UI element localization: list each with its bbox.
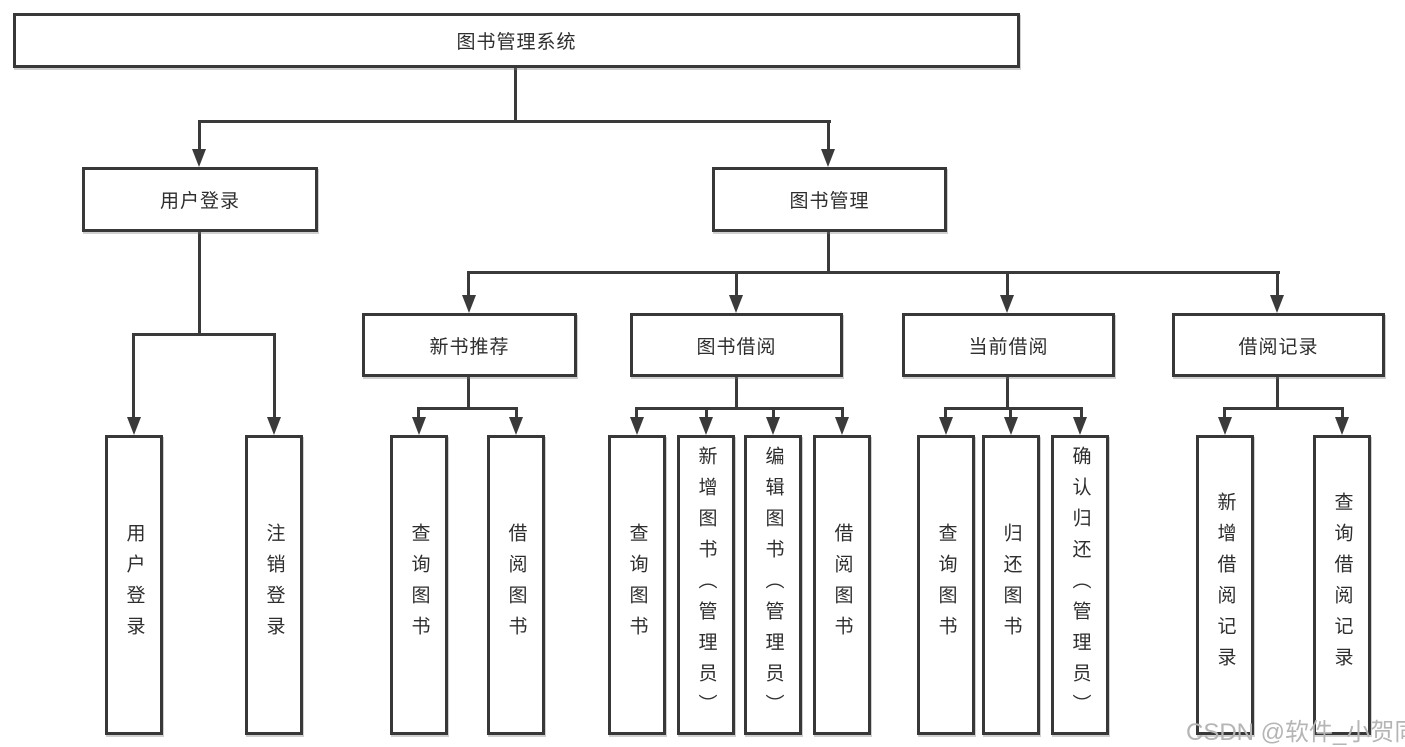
connector-line	[735, 271, 738, 299]
connector-line	[514, 68, 517, 123]
node-book-management: 图书管理	[712, 167, 947, 232]
arrow-down-icon	[509, 417, 523, 435]
connector-line	[1276, 271, 1279, 299]
node-leaf-add-books-admin-label: 新增图书（管理员）	[695, 445, 717, 725]
csdn-watermark: CSDN @软件_小贺同学	[1186, 719, 1405, 746]
arrow-down-icon	[462, 295, 476, 313]
node-book-borrowing: 图书借阅	[630, 313, 843, 377]
arrow-down-icon	[835, 417, 849, 435]
node-leaf-add-borrow-record-label: 新增借阅记录	[1214, 492, 1236, 678]
node-current-borrowing-label: 当前借阅	[968, 336, 1049, 358]
node-new-book-recommend: 新书推荐	[362, 313, 577, 377]
node-leaf-return-books: 归还图书	[982, 435, 1040, 735]
node-book-management-label: 图书管理	[789, 191, 870, 212]
connector-line	[198, 120, 201, 152]
connector-line	[1080, 407, 1083, 419]
arrow-down-icon	[729, 295, 743, 313]
node-leaf-add-books-admin: 新增图书（管理员）	[677, 435, 735, 735]
connector-line	[827, 232, 830, 274]
arrow-down-icon	[1218, 417, 1232, 435]
connector-line	[1006, 271, 1009, 299]
connector-line	[1276, 377, 1279, 410]
connector-line	[198, 120, 831, 123]
connector-line	[132, 333, 135, 419]
node-leaf-return-books-label: 归还图书	[1000, 523, 1022, 647]
node-leaf-user-login: 用户登录	[105, 435, 163, 735]
node-leaf-logout: 注销登录	[245, 435, 303, 735]
node-leaf-query-books-borrowing-label: 查询图书	[626, 523, 648, 647]
arrow-down-icon	[699, 417, 713, 435]
connector-line	[705, 407, 708, 419]
node-leaf-user-login-label: 用户登录	[123, 523, 145, 647]
connector-line	[273, 333, 276, 419]
connector-line	[841, 407, 844, 419]
arrow-down-icon	[267, 417, 281, 435]
connector-line	[467, 377, 470, 410]
connector-line	[515, 407, 518, 419]
node-leaf-query-books-borrowing: 查询图书	[608, 435, 666, 735]
node-leaf-query-borrow-record-label: 查询借阅记录	[1331, 492, 1353, 678]
node-leaf-borrow-books-borrowing-label: 借阅图书	[831, 523, 853, 647]
connector-line	[944, 407, 947, 419]
connector-line	[1223, 407, 1226, 419]
node-leaf-confirm-return-admin-label: 确认归还（管理员）	[1069, 445, 1091, 725]
connector-line	[1341, 407, 1344, 419]
connector-line	[1223, 407, 1344, 410]
node-leaf-add-borrow-record: 新增借阅记录	[1196, 435, 1254, 735]
arrow-down-icon	[1073, 417, 1087, 435]
node-leaf-query-books-recommend: 查询图书	[390, 435, 448, 735]
node-current-borrowing: 当前借阅	[902, 313, 1115, 377]
node-leaf-borrow-books-borrowing: 借阅图书	[813, 435, 871, 735]
arrow-down-icon	[630, 417, 644, 435]
node-new-book-recommend-label: 新书推荐	[429, 336, 510, 358]
node-leaf-confirm-return-admin: 确认归还（管理员）	[1051, 435, 1109, 735]
connector-line	[132, 333, 276, 336]
connector-line	[635, 407, 638, 419]
connector-line	[1009, 407, 1012, 419]
connector-line	[417, 407, 518, 410]
connector-line	[1006, 377, 1009, 410]
arrow-down-icon	[1000, 295, 1014, 313]
node-leaf-logout-label: 注销登录	[263, 523, 285, 647]
arrow-down-icon	[1335, 417, 1349, 435]
connector-line	[735, 377, 738, 410]
arrow-down-icon	[939, 417, 953, 435]
node-book-borrowing-label: 图书借阅	[696, 336, 777, 358]
connector-line	[417, 407, 420, 419]
node-leaf-query-books-current-label: 查询图书	[935, 523, 957, 647]
arrow-down-icon	[1270, 295, 1284, 313]
node-leaf-query-books-recommend-label: 查询图书	[408, 523, 430, 647]
connector-line	[772, 407, 775, 419]
arrow-down-icon	[412, 417, 426, 435]
connector-line	[467, 271, 470, 299]
connector-line	[944, 407, 1083, 410]
node-leaf-edit-books-admin: 编辑图书（管理员）	[744, 435, 802, 735]
node-leaf-query-borrow-record: 查询借阅记录	[1313, 435, 1371, 735]
connector-line	[198, 232, 201, 336]
node-leaf-borrow-books-recommend-label: 借阅图书	[505, 523, 527, 647]
node-user-login-label: 用户登录	[159, 191, 240, 212]
node-root-label: 图书管理系统	[456, 32, 577, 53]
node-borrowing-records-label: 借阅记录	[1238, 336, 1319, 358]
arrow-down-icon	[1004, 417, 1018, 435]
arrow-down-icon	[821, 149, 835, 167]
arrow-down-icon	[127, 417, 141, 435]
node-leaf-query-books-current: 查询图书	[917, 435, 975, 735]
node-leaf-edit-books-admin-label: 编辑图书（管理员）	[762, 445, 784, 725]
node-leaf-borrow-books-recommend: 借阅图书	[487, 435, 545, 735]
arrow-down-icon	[766, 417, 780, 435]
node-user-login: 用户登录	[82, 167, 318, 232]
connector-line	[635, 407, 844, 410]
connector-line	[827, 120, 830, 152]
node-borrowing-records: 借阅记录	[1172, 313, 1385, 377]
node-root: 图书管理系统	[13, 13, 1020, 68]
connector-line	[467, 271, 1280, 274]
arrow-down-icon	[192, 149, 206, 167]
